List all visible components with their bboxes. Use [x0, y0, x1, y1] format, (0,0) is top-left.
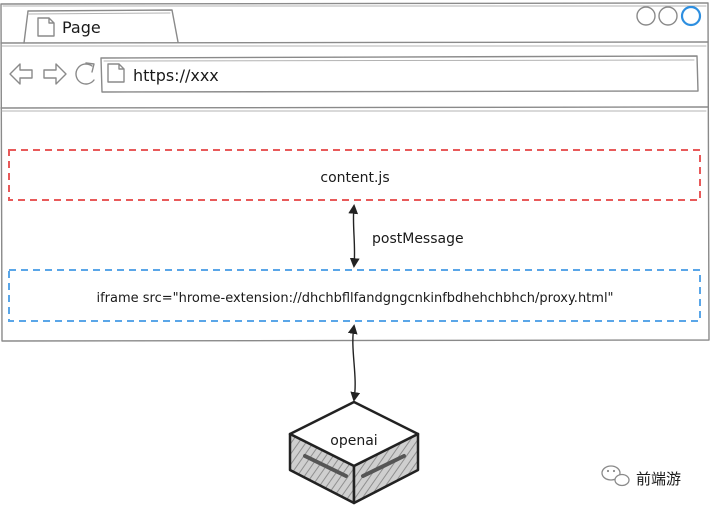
window-circle-icon[interactable] — [636, 6, 656, 26]
address-bar[interactable]: https://xxx — [100, 55, 699, 93]
address-text: https://xxx — [133, 66, 219, 85]
browser-tab[interactable]: Page — [23, 9, 179, 44]
watermark: 前端游 — [601, 465, 681, 488]
postmessage-label: postMessage — [372, 231, 464, 247]
server-cube: openai — [288, 400, 420, 505]
iframe-box: iframe src="hrome-extension://dhchbfllfa… — [8, 269, 701, 322]
reload-icon[interactable] — [75, 62, 95, 85]
window-circle-icon[interactable] — [680, 5, 702, 27]
browser-window: Page https://x — [0, 2, 710, 342]
window-circle-icon[interactable] — [658, 6, 678, 26]
page-icon — [107, 63, 125, 83]
page-icon — [37, 17, 55, 37]
iframe-label: iframe src="hrome-extension://dhchbfllfa… — [96, 291, 613, 306]
tab-title: Page — [62, 18, 101, 37]
server-label: openai — [330, 433, 377, 449]
forward-arrow-icon[interactable] — [43, 63, 67, 85]
wechat-logo-icon — [601, 465, 630, 487]
content-script-box: content.js — [8, 149, 701, 201]
watermark-text: 前端游 — [636, 470, 681, 488]
postmessage-arrow: postMessage — [348, 204, 464, 268]
iframe-server-arrow — [347, 324, 361, 402]
content-script-label: content.js — [320, 170, 389, 186]
back-arrow-icon[interactable] — [9, 63, 33, 85]
window-controls — [636, 5, 702, 27]
